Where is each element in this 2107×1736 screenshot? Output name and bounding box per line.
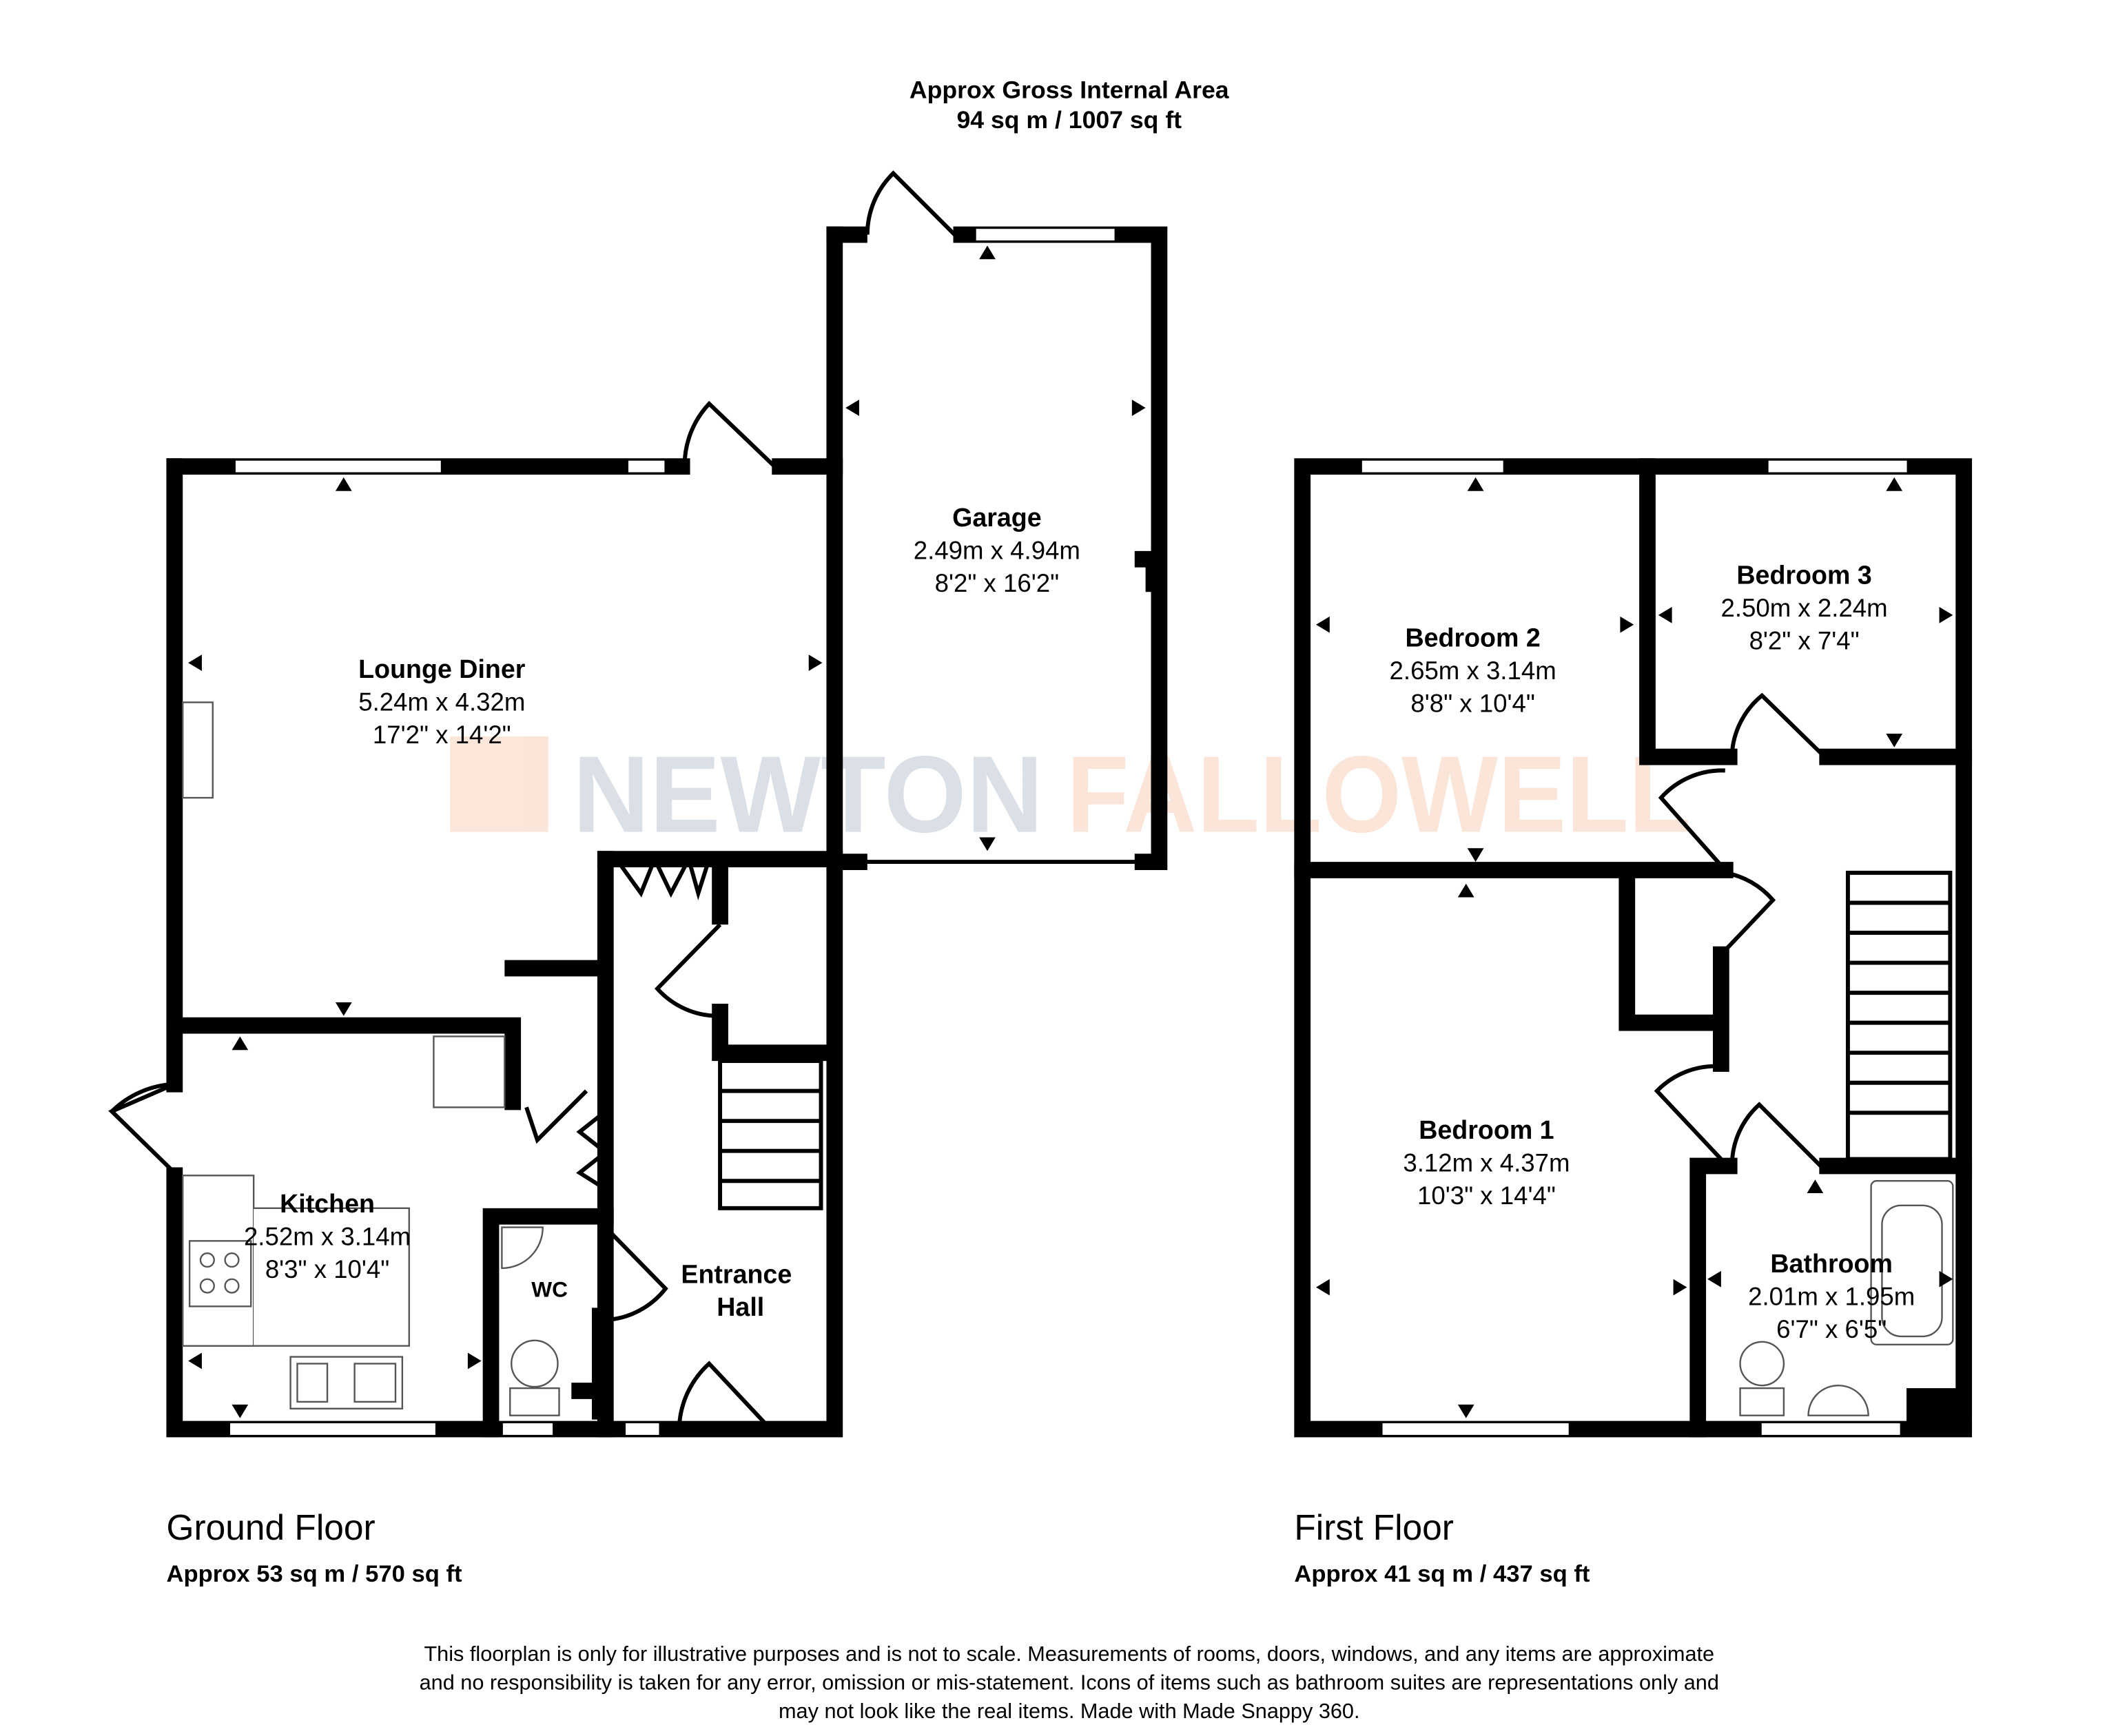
door: [865, 170, 956, 236]
room-metric: 2.52m x 3.14m: [244, 1222, 411, 1250]
door: [1729, 1102, 1822, 1168]
toilet-icon: [1739, 1341, 1785, 1387]
room-metric: 5.24m x 4.32m: [358, 688, 525, 716]
stairs: [1845, 870, 1953, 1161]
room-metric: 2.65m x 3.14m: [1390, 657, 1556, 685]
room-metric: 2.49m x 4.94m: [914, 537, 1080, 565]
stairs: [718, 1059, 823, 1210]
room-name: Bedroom 1: [1419, 1115, 1554, 1144]
disclaimer-line: may not look like the real items. Made w…: [779, 1699, 1359, 1723]
room-name: Bathroom: [1770, 1249, 1893, 1278]
room-metric: 2.01m x 1.95m: [1748, 1282, 1915, 1310]
room-imperial: 8'8" x 10'4": [1410, 689, 1534, 717]
door: [108, 1082, 176, 1175]
fridge: [433, 1035, 506, 1108]
door: [1654, 1064, 1723, 1161]
window: [626, 458, 667, 475]
room-name: Bedroom 2: [1405, 623, 1540, 652]
room-name: Entrance: [681, 1260, 792, 1289]
disclaimer-line: This floorplan is only for illustrative …: [424, 1642, 1714, 1666]
room-imperial: 8'3" x 10'4": [265, 1255, 389, 1283]
ground-floor-title: Ground Floor: [166, 1507, 375, 1547]
room-metric: 3.12m x 4.37m: [1403, 1148, 1570, 1177]
door: [1719, 871, 1776, 956]
window: [1766, 458, 1909, 475]
room-name: Hall: [717, 1292, 764, 1321]
window: [500, 1421, 555, 1437]
room-metric: 2.50m x 2.24m: [1721, 594, 1888, 622]
bifold-door: [576, 1109, 609, 1191]
window: [1380, 1421, 1571, 1437]
room-name: WC: [531, 1277, 568, 1301]
dimension-arrows: [1316, 477, 1953, 1418]
room-imperial: 8'2" x 16'2": [935, 569, 1059, 597]
room-imperial: 6'7" x 6'5": [1776, 1315, 1887, 1343]
door: [682, 400, 777, 468]
watermark-part2: FALLOWELL: [1067, 734, 1692, 856]
door: [677, 1361, 772, 1431]
window: [1359, 458, 1505, 475]
window: [233, 458, 443, 475]
fireplace: [182, 701, 214, 799]
first-floor-area: Approx 41 sq m / 437 sq ft: [1294, 1561, 1590, 1587]
first-floor-plan: Bedroom 2 2.65m x 3.14m 8'8" x 10'4" Bed…: [1294, 458, 1973, 1438]
window: [624, 1421, 661, 1437]
worktop: [254, 1207, 410, 1347]
room-name: Lounge Diner: [358, 654, 526, 683]
toilet-icon: [511, 1339, 559, 1388]
basin-icon: [501, 1226, 544, 1270]
ground-floor-plan: Lounge Diner 5.24m x 4.32m 17'2" x 14'2"…: [108, 170, 1168, 1438]
door: [654, 923, 722, 1018]
dimension-arrows: [188, 245, 1146, 1418]
hob-icon: [188, 1240, 252, 1308]
bifold-door: [615, 854, 712, 900]
room-imperial: 8'2" x 7'4": [1749, 626, 1860, 654]
door: [1729, 692, 1827, 764]
room-imperial: 10'3" x 14'4": [1417, 1181, 1556, 1210]
basin-icon: [1807, 1385, 1869, 1416]
room-name: Garage: [952, 503, 1042, 532]
first-floor-title: First Floor: [1294, 1507, 1454, 1547]
gross-area-title: Approx Gross Internal Area: [909, 76, 1230, 104]
gross-area-value: 94 sq m / 1007 sq ft: [956, 106, 1182, 134]
disclaimer-line: and no responsibility is taken for any e…: [420, 1671, 1719, 1695]
window: [1759, 1421, 1902, 1437]
room-name: Bedroom 3: [1736, 560, 1871, 589]
watermark-part1: NEWTON: [573, 734, 1043, 856]
watermark-logo: NEWTON FALLOWELL: [450, 734, 1691, 856]
room-name: Kitchen: [280, 1189, 375, 1218]
door: [604, 1226, 668, 1323]
window: [228, 1421, 438, 1437]
door: [1658, 768, 1727, 871]
room-imperial: 17'2" x 14'2": [373, 721, 511, 749]
ground-floor-area: Approx 53 sq m / 570 sq ft: [166, 1561, 462, 1587]
window: [974, 227, 1117, 243]
door: [524, 1089, 588, 1144]
